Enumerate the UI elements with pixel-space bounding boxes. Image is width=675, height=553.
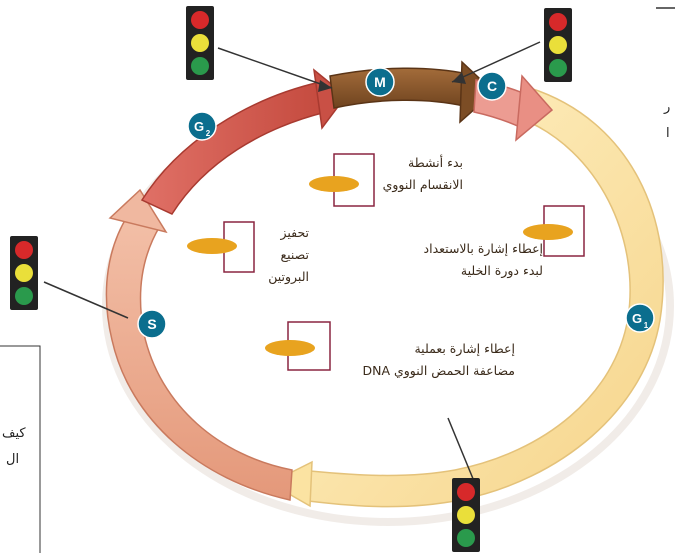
label-dna: إعطاء إشارة بعملية مضاعفة الحمض النووي D…	[362, 338, 515, 382]
green-light-icon	[15, 287, 33, 305]
label-cycle-start: إعطاء إشارة بالاستعداد لبدء دورة الخلية	[424, 238, 543, 282]
pointer-line-mc	[451, 41, 541, 83]
yellow-light-icon	[457, 506, 475, 524]
c-arrowhead	[515, 74, 554, 142]
edge-text-left-a: كيف	[2, 426, 26, 441]
badge-g1-label: G	[632, 311, 642, 326]
yellow-light-icon	[15, 264, 33, 282]
traffic-light-mc	[544, 8, 572, 82]
badge-c: C	[477, 71, 507, 101]
label-mitosis-line2: الانقسام النووي	[382, 177, 463, 192]
red-light-icon	[191, 11, 209, 29]
label-protein: تحفيز تصنيع البروتين	[268, 222, 309, 288]
badge-g2-label: G	[194, 119, 204, 134]
edge-text-left-b: ال	[6, 452, 20, 467]
pointer-line-g2m	[217, 47, 333, 89]
badge-g1-sub: 1	[644, 321, 649, 330]
pointer-arrow-mc	[452, 72, 466, 84]
badge-g1: G 1	[625, 303, 655, 333]
badge-g2: G 2	[187, 111, 217, 141]
signal-oval-cycle-start	[523, 224, 573, 240]
pointer-line-g1	[447, 417, 477, 487]
red-light-icon	[549, 13, 567, 31]
label-protein-line2: تصنيع	[280, 247, 309, 262]
label-cycle-start-line1: إعطاء إشارة بالاستعداد	[423, 241, 543, 256]
badge-s-label: S	[147, 316, 156, 332]
s-arc	[105, 211, 293, 501]
green-light-icon	[457, 529, 475, 547]
m-arc	[329, 67, 469, 109]
cropped-side-box	[0, 345, 41, 553]
label-cycle-start-line2: لبدء دورة الخلية	[460, 263, 543, 278]
edge-text-right-mid: ا	[666, 126, 670, 141]
pointer-line-s	[43, 281, 129, 319]
edge-text-right-top: ر	[664, 100, 671, 115]
label-mitosis-line1: بدء أنشطة	[408, 155, 463, 170]
badge-m-label: M	[374, 74, 386, 90]
label-dna-line2: مضاعفة الحمض النووي DNA	[362, 363, 515, 378]
yellow-light-icon	[549, 36, 567, 54]
pointer-arrow-g2m	[318, 80, 332, 92]
s-arrowhead	[108, 188, 168, 234]
badge-g2-sub: 2	[206, 129, 211, 138]
red-light-icon	[457, 483, 475, 501]
green-light-icon	[549, 59, 567, 77]
traffic-light-g1	[452, 478, 480, 552]
red-light-icon	[15, 241, 33, 259]
badge-c-label: C	[487, 78, 497, 94]
traffic-light-g2m	[186, 6, 214, 80]
label-dna-line1: إعطاء إشارة بعملية	[414, 341, 515, 356]
badge-s: S	[137, 309, 167, 339]
label-protein-line1: تحفيز	[280, 225, 309, 240]
green-light-icon	[191, 57, 209, 75]
label-protein-line3: البروتين	[268, 269, 309, 284]
yellow-light-icon	[191, 34, 209, 52]
g2-arc	[140, 81, 327, 215]
signal-oval-protein	[187, 238, 237, 254]
label-mitosis: بدء أنشطة الانقسام النووي	[383, 152, 463, 196]
signal-oval-mitosis	[309, 176, 359, 192]
traffic-light-s	[10, 236, 38, 310]
badge-m: M	[365, 67, 395, 97]
signal-oval-dna	[265, 340, 315, 356]
